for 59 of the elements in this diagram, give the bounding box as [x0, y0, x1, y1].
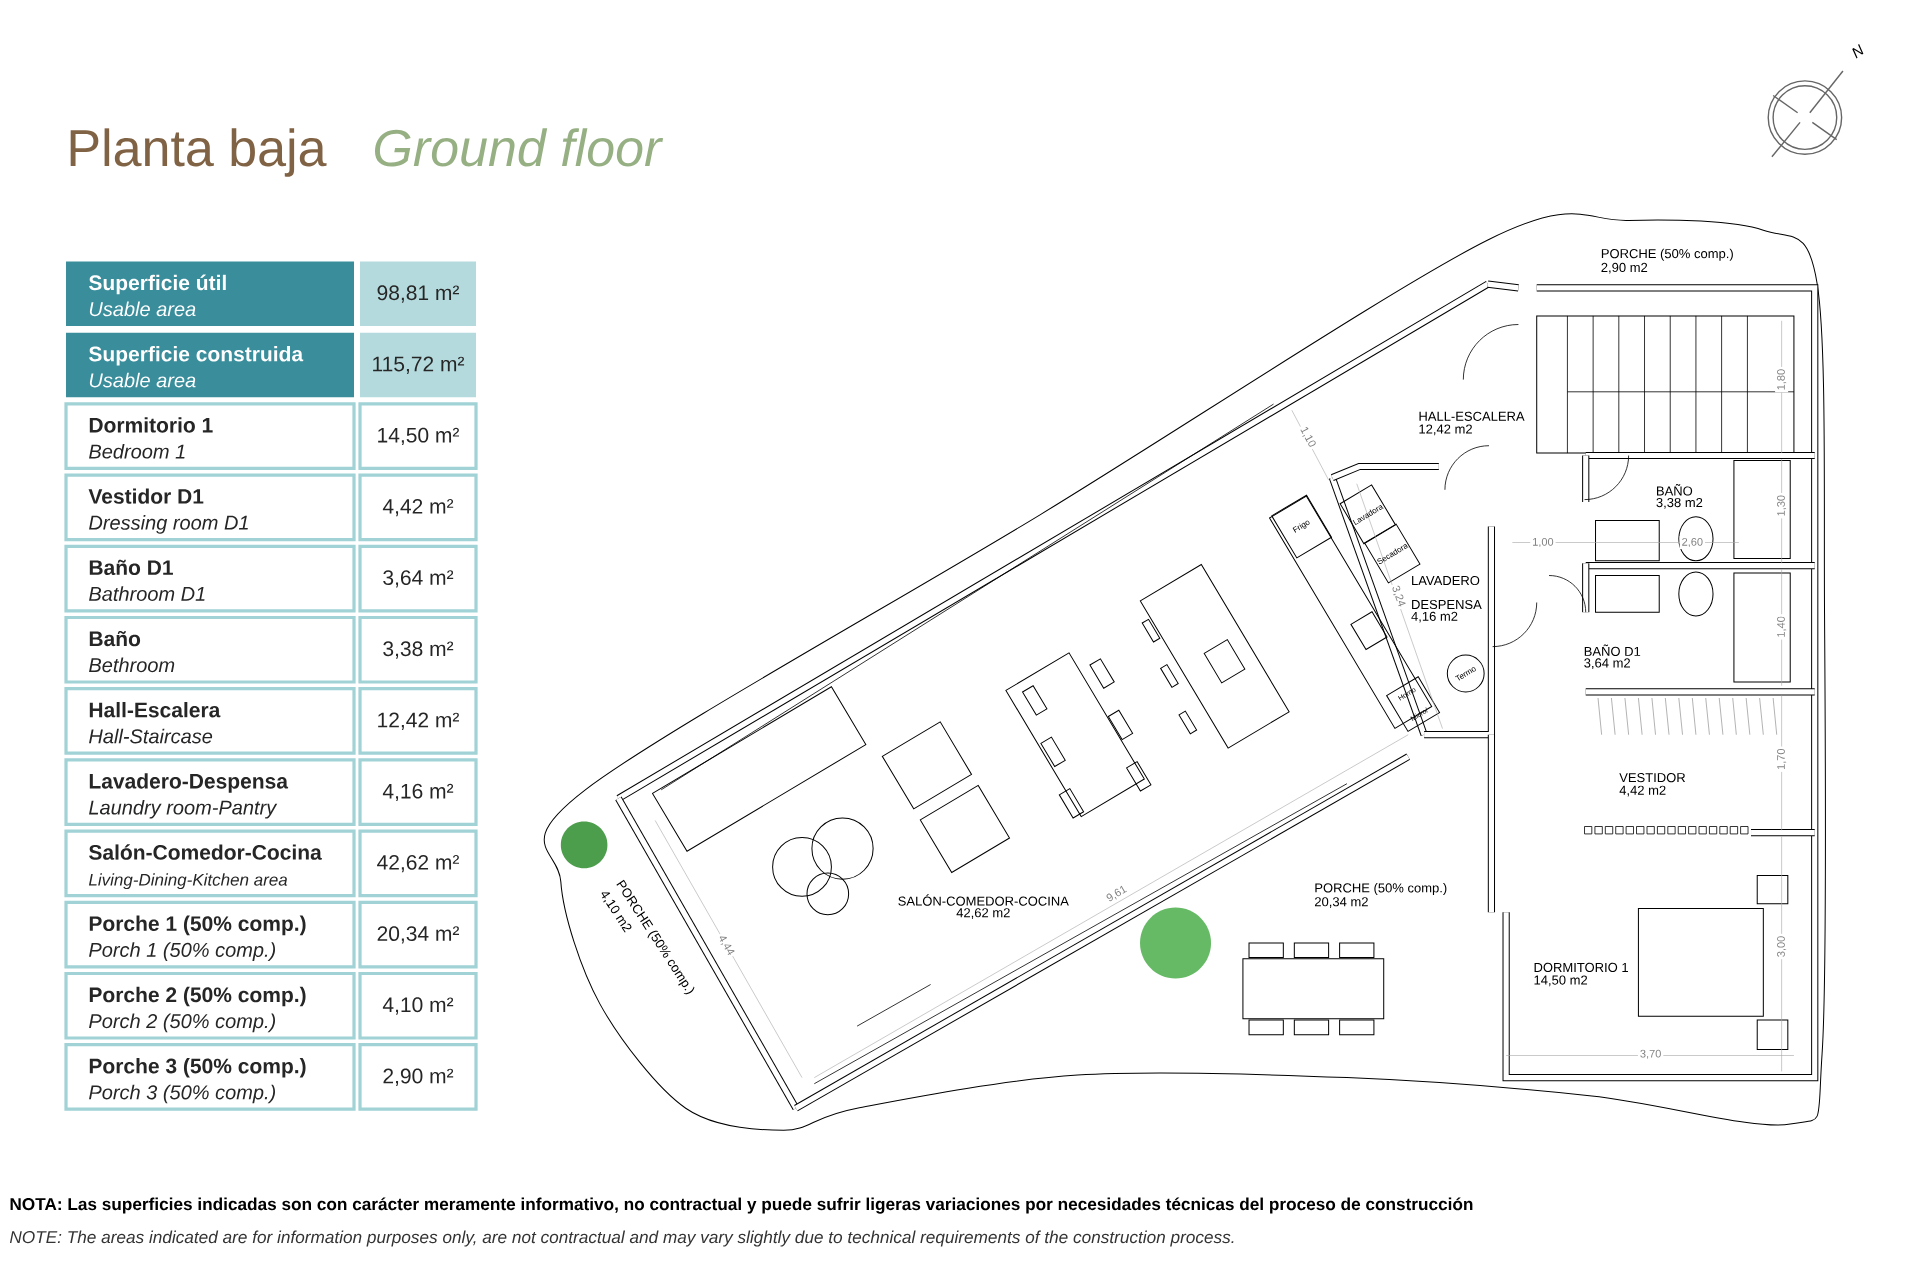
- room-label: 3,64 m2: [1584, 658, 1630, 670]
- room-label: LAVADERO DESPENSA: [1412, 575, 1482, 610]
- room-label: BAÑO: [1657, 484, 1693, 496]
- dimension-label: 1,30: [1775, 493, 1789, 519]
- table-cell: 3,64 m²: [358, 544, 478, 613]
- dimension-label: 2,60: [1679, 535, 1706, 550]
- room-label: 4,42 m2: [1619, 785, 1666, 797]
- title: Planta baja: [70, 128, 327, 177]
- room-label: 20,34 m2: [1315, 897, 1368, 908]
- room-label: PORCHE (50% comp.): [1315, 882, 1447, 896]
- table-cell: 115,72 m²: [360, 332, 476, 398]
- dimension-label: 1,00: [1530, 535, 1556, 550]
- table-cell: 3,38 m²: [358, 615, 478, 684]
- table-cell: 12,42 m²: [358, 687, 478, 755]
- room-label: PORCHE (50% comp.): [1601, 248, 1733, 261]
- room-label: 2,90 m2: [1601, 262, 1648, 274]
- table-cell: 4,16 m²: [358, 758, 478, 826]
- table-cell: Porche 1 (50% comp.) Porch 1 (50% comp.): [64, 900, 356, 969]
- note-text: NOTE: The areas indicated are for information purposes only, are not contractual and may vary slightly due to technical requirements of the construction process.: [9, 1230, 1234, 1247]
- dimension-label: 1,70: [1775, 746, 1789, 772]
- dimension-label: 3,00: [1775, 933, 1789, 960]
- room-label: VESTIDOR: [1619, 773, 1686, 783]
- table-cell: Porche 2 (50% comp.) Porch 2 (50% comp.): [64, 971, 356, 1040]
- room-label: SALÓN-COMEDOR-COCINA: [898, 894, 1069, 906]
- room-label: BAÑO D1: [1584, 644, 1641, 656]
- table-cell: Superficie construida Usable area: [66, 332, 354, 398]
- dimension-label: 1,80: [1775, 366, 1789, 393]
- dimension-label: 3,70: [1637, 1047, 1664, 1061]
- table-cell: Dormitorio 1 Bedroom 1: [64, 402, 356, 470]
- table-cell: 2,90 m²: [358, 1043, 478, 1111]
- table-cell: Porche 3 (50% comp.) Porch 3 (50% comp.): [64, 1043, 356, 1111]
- table-cell: Salón-Comedor-Cocina Living-Dining-Kitchen area: [64, 829, 356, 898]
- room-label: 3,38 m2: [1656, 497, 1703, 509]
- table-cell: Lavadero-Despensa Laundry room-Pantry: [64, 758, 356, 826]
- table-cell: 42,62 m²: [358, 829, 478, 898]
- north-label: N: [1852, 44, 1864, 59]
- table-cell: 98,81 m²: [360, 261, 476, 326]
- dimension-label: 1,10: [1296, 422, 1320, 452]
- room-label: DORMITORIO 1: [1534, 962, 1628, 972]
- dimension-label: 3,24: [1387, 582, 1409, 611]
- dimension-label: 1,40: [1775, 614, 1789, 640]
- room-label: 14,50 m2: [1534, 975, 1588, 987]
- table-cell: 20,34 m²: [358, 900, 478, 969]
- table-cell: Baño Bethroom: [64, 615, 356, 684]
- table-cell: Hall-Escalera Hall-Staircase: [64, 687, 356, 755]
- room-label: 12,42 m2: [1419, 424, 1472, 436]
- appliance-label: Frigo: [1292, 520, 1310, 533]
- table-cell: Superficie útil Usable area: [66, 261, 354, 326]
- table-cell: Vestidor D1 Dressing room D1: [64, 473, 356, 542]
- table-cell: 4,10 m²: [358, 971, 478, 1040]
- room-label: HALL-ESCALERA: [1419, 411, 1525, 421]
- table-cell: 14,50 m²: [358, 402, 478, 470]
- dimension-label: 9,61: [1102, 881, 1131, 907]
- table-cell: 4,42 m²: [358, 473, 478, 542]
- room-label: 42,62 m2: [956, 908, 1010, 919]
- note-text: NOTA: Las superficies indicadas son con carácter meramente informativo, no contractual y puede sufrir ligeras variaciones por necesidades técnicas del proceso de construcción: [10, 1197, 1473, 1214]
- room-label: 4,16 m2: [1411, 611, 1458, 623]
- table-cell: Baño D1 Bathroom D1: [64, 544, 356, 613]
- subtitle: Ground floor: [375, 128, 664, 167]
